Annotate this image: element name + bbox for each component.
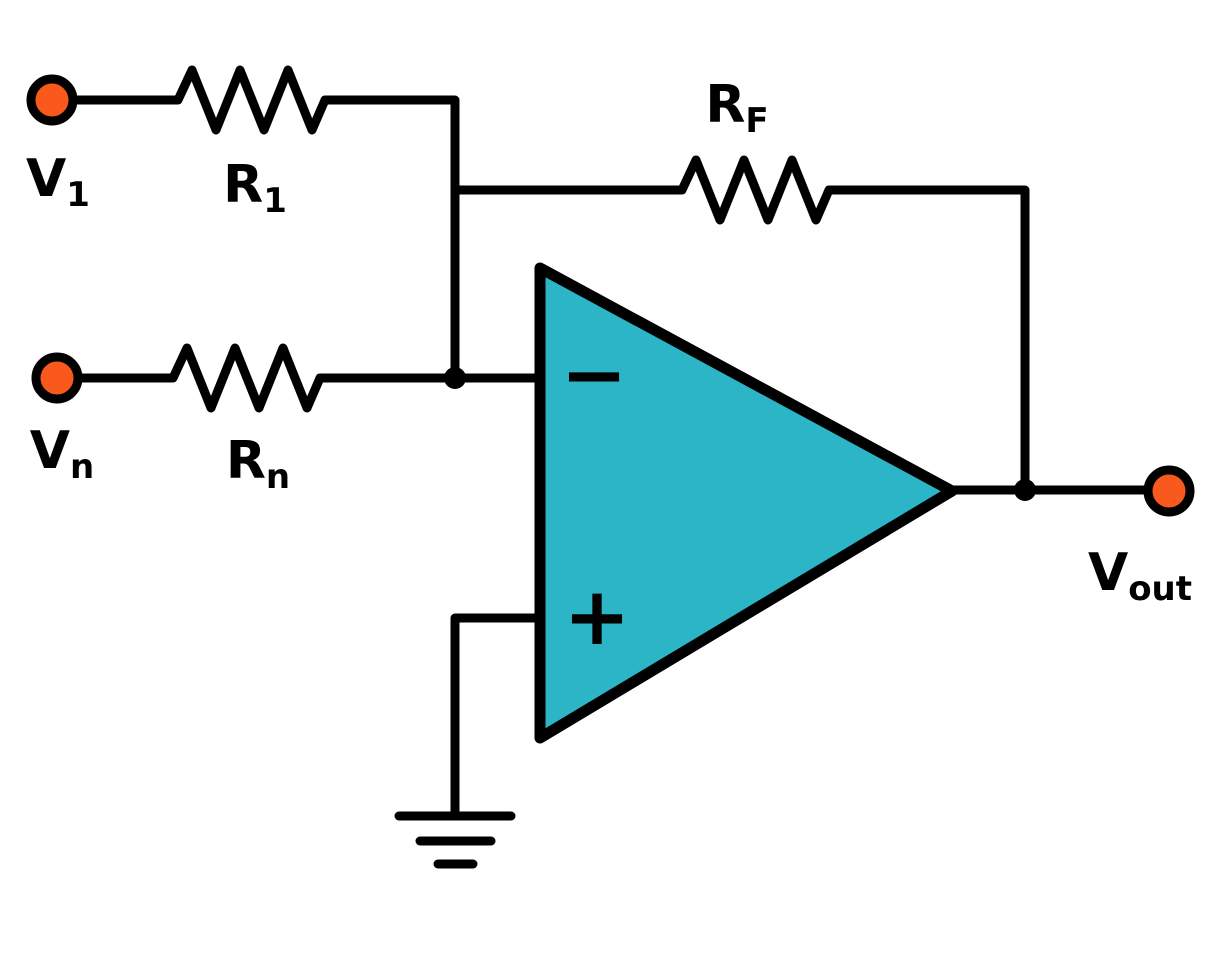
- inverting-input-sign: −: [560, 328, 627, 421]
- label-r1: R1: [223, 155, 287, 221]
- label-rn-sub: n: [266, 457, 290, 497]
- terminal-vout: [1143, 465, 1195, 517]
- label-rn-base: R: [226, 431, 266, 491]
- label-r1-sub: 1: [263, 181, 287, 221]
- label-rf: RF: [705, 75, 768, 141]
- noninverting-input-sign: +: [563, 570, 630, 663]
- label-rf-sub: F: [745, 101, 768, 141]
- terminal-vn: [31, 352, 83, 404]
- terminal-v1: [26, 74, 78, 126]
- junction-inverting-node: [444, 367, 466, 389]
- label-rf-base: R: [705, 75, 745, 135]
- label-rn: Rn: [226, 431, 290, 497]
- resistor-r1: [163, 65, 340, 135]
- label-v1: V1: [26, 149, 90, 215]
- label-vn-base: V: [30, 421, 70, 481]
- label-vout-sub: out: [1128, 569, 1192, 609]
- label-vout: Vout: [1088, 543, 1192, 609]
- opamp-triangle: [534, 262, 958, 744]
- resistor-rn: [158, 343, 335, 413]
- label-v1-sub: 1: [66, 175, 90, 215]
- label-r1-base: R: [223, 155, 263, 215]
- wire-feedback-right: [834, 185, 1030, 495]
- wire-r1-to-junction: [330, 95, 460, 383]
- label-vn-sub: n: [70, 447, 94, 487]
- resistor-rf: [667, 155, 844, 225]
- junction-output-node: [1014, 479, 1036, 501]
- label-vout-base: V: [1088, 543, 1128, 603]
- label-v1-base: V: [26, 149, 66, 209]
- label-vn: Vn: [30, 421, 94, 487]
- wire-noninverting-to-ground: [450, 613, 545, 817]
